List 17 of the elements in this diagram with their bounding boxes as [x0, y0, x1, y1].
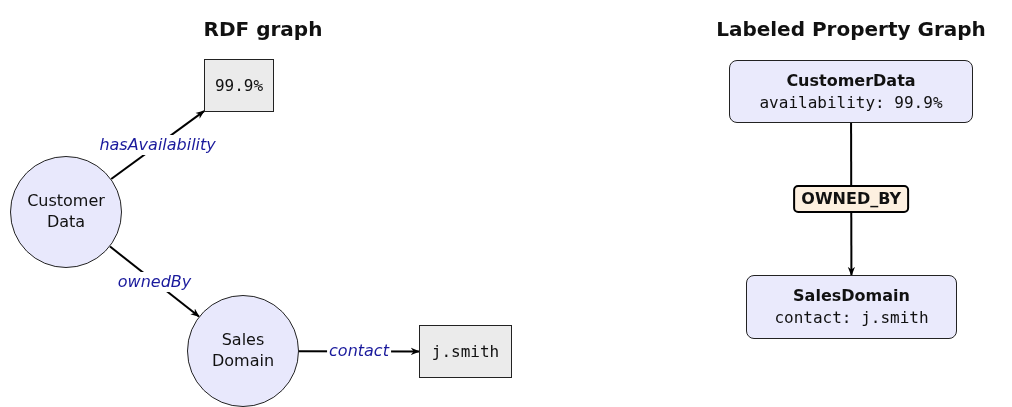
property-text: availability: 99.9%: [759, 91, 943, 114]
literal-box: [419, 325, 512, 378]
edge-label: ownedBy: [115, 271, 194, 292]
node-label: Sales Domain: [210, 330, 276, 372]
node-title: CustomerData: [786, 69, 916, 92]
literal-value: 99.9%: [214, 74, 264, 97]
literal-value: j.smith: [431, 340, 500, 363]
property-node-box: [729, 60, 973, 123]
literal-box: [204, 59, 274, 112]
graph-heading: Labeled Property Graph: [715, 16, 987, 43]
graph-heading: RDF graph: [202, 16, 324, 43]
node-label: Customer Data: [26, 191, 106, 233]
edge-label: hasAvailability: [97, 135, 218, 155]
property-text: contact: j.smith: [774, 307, 929, 329]
edge-label: OWNED_BY: [793, 185, 910, 213]
node-title: SalesDomain: [793, 285, 910, 307]
property-node-box: [746, 275, 957, 339]
